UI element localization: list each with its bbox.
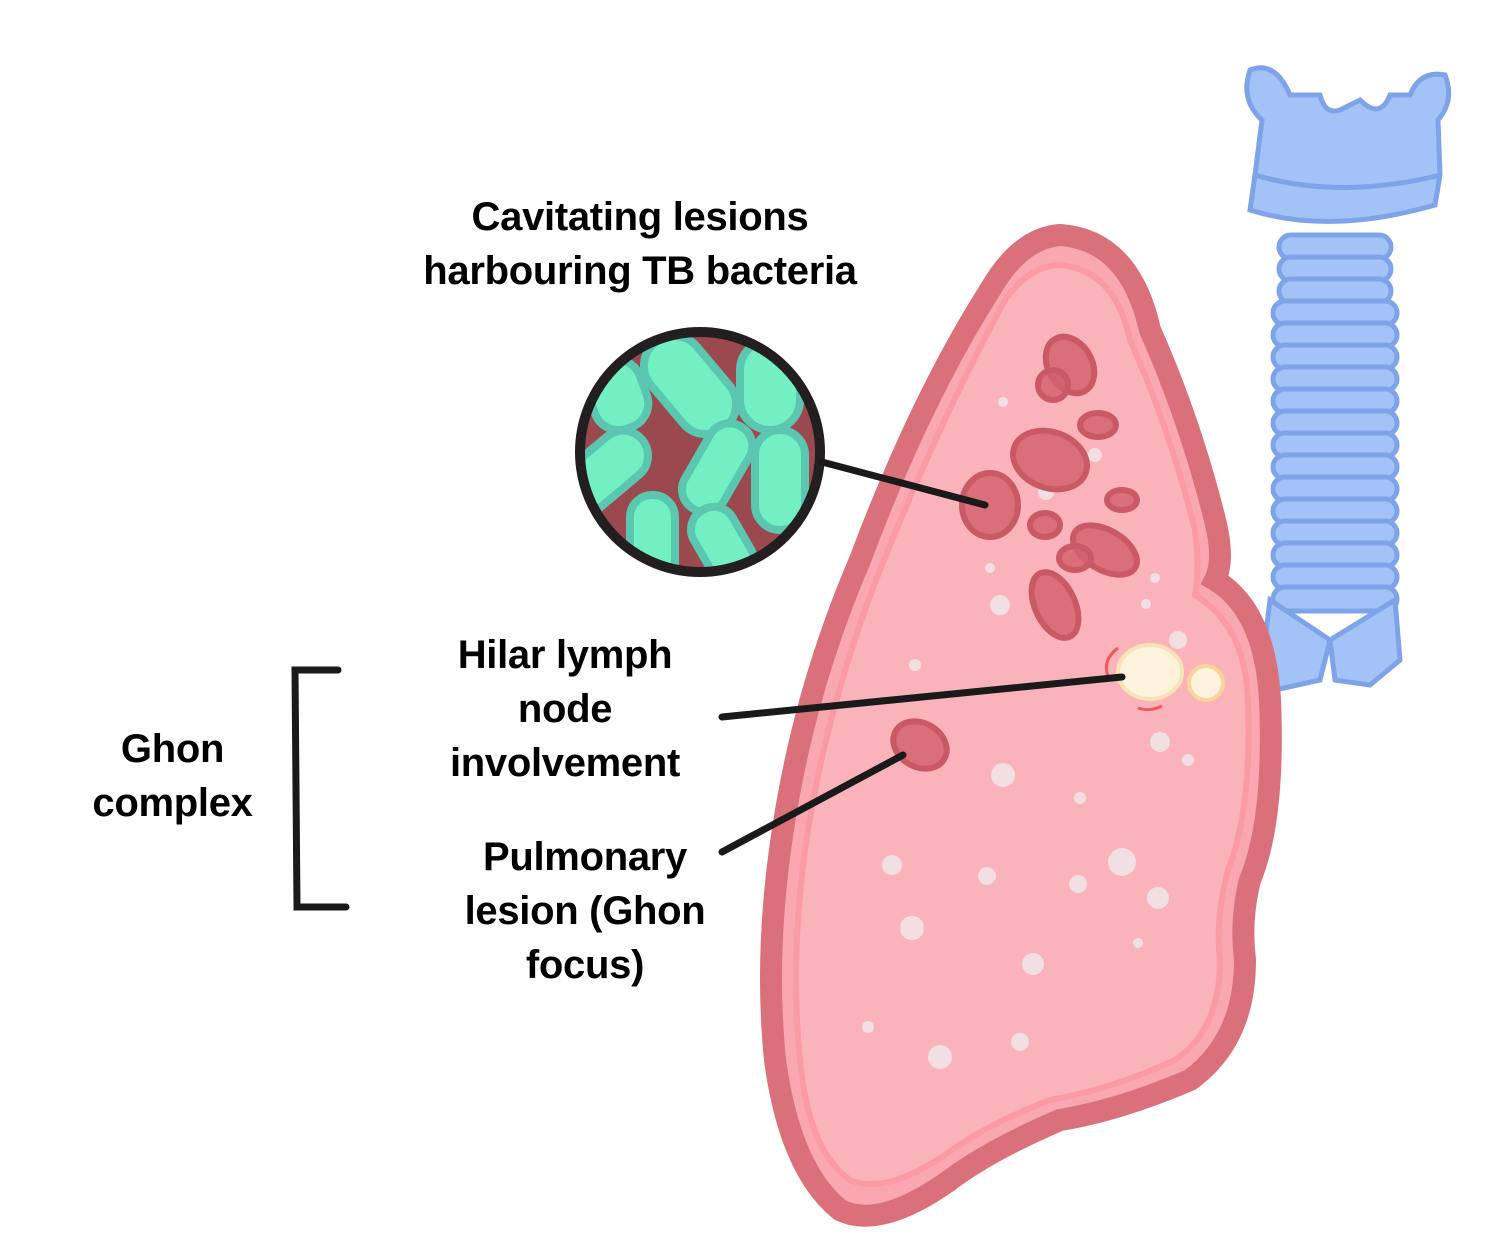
lung-speckle (882, 855, 902, 875)
lung-speckle (1011, 1033, 1029, 1051)
ghon-complex-label: Ghon complex (70, 722, 275, 830)
lung-speckle (1022, 953, 1044, 975)
lung-speckle (991, 763, 1015, 787)
pulmonary-leader-line (718, 751, 907, 856)
hilar-lymph-nodes (1104, 643, 1225, 712)
label-line: Pulmonary (482, 835, 688, 879)
lung-speckle (1141, 599, 1151, 609)
lung-speckle (1133, 938, 1143, 948)
lung-speckle (909, 659, 921, 671)
label-line: focus) (525, 943, 645, 987)
lung-speckle (1169, 631, 1187, 649)
lung-speckle (1182, 754, 1194, 766)
ghon-complex-bracket (291, 666, 350, 911)
label-line: complex (92, 781, 253, 825)
label-line: lesion (Ghon (464, 889, 706, 933)
lung-speckle (1147, 887, 1169, 909)
label-line: Cavitating lesions (471, 195, 809, 239)
lung-speckle (990, 595, 1010, 615)
lung-speckle (1150, 573, 1160, 583)
lung-speckle (998, 397, 1008, 407)
pulmonary-lesion-label: Pulmonary lesion (Ghon focus) (445, 830, 725, 992)
lung-speckle (1108, 848, 1136, 876)
lung-speckle (1088, 448, 1102, 462)
trachea-illustration (1244, 65, 1452, 693)
label-line: harbouring TB bacteria (423, 249, 857, 293)
cavitating-leader-line (818, 458, 989, 509)
lung-speckle (1069, 875, 1087, 893)
label-line: Hilar lymph (457, 633, 673, 677)
lung-speckle (985, 563, 995, 573)
cavitating-lesions (890, 333, 1140, 772)
hilar-lymph-node-label: Hilar lymph node involvement (425, 628, 705, 790)
lung-illustration (760, 223, 1282, 1227)
hilar-leader-line (718, 673, 1126, 721)
magnified-bacteria-view (575, 327, 825, 577)
ghon-focus-lesion (890, 718, 950, 772)
lung-speckle (928, 1045, 952, 1069)
lung-speckle (900, 916, 924, 940)
label-line: involvement (449, 741, 681, 785)
cavitating-lesions-label: Cavitating lesions harbouring TB bacteri… (395, 190, 885, 298)
lung-speckle (1150, 732, 1170, 752)
label-line: Ghon (120, 727, 225, 771)
lung-speckle (978, 867, 996, 885)
lung-speckle (1074, 792, 1086, 804)
label-line: node (517, 687, 613, 731)
lung-speckle (862, 1021, 874, 1033)
